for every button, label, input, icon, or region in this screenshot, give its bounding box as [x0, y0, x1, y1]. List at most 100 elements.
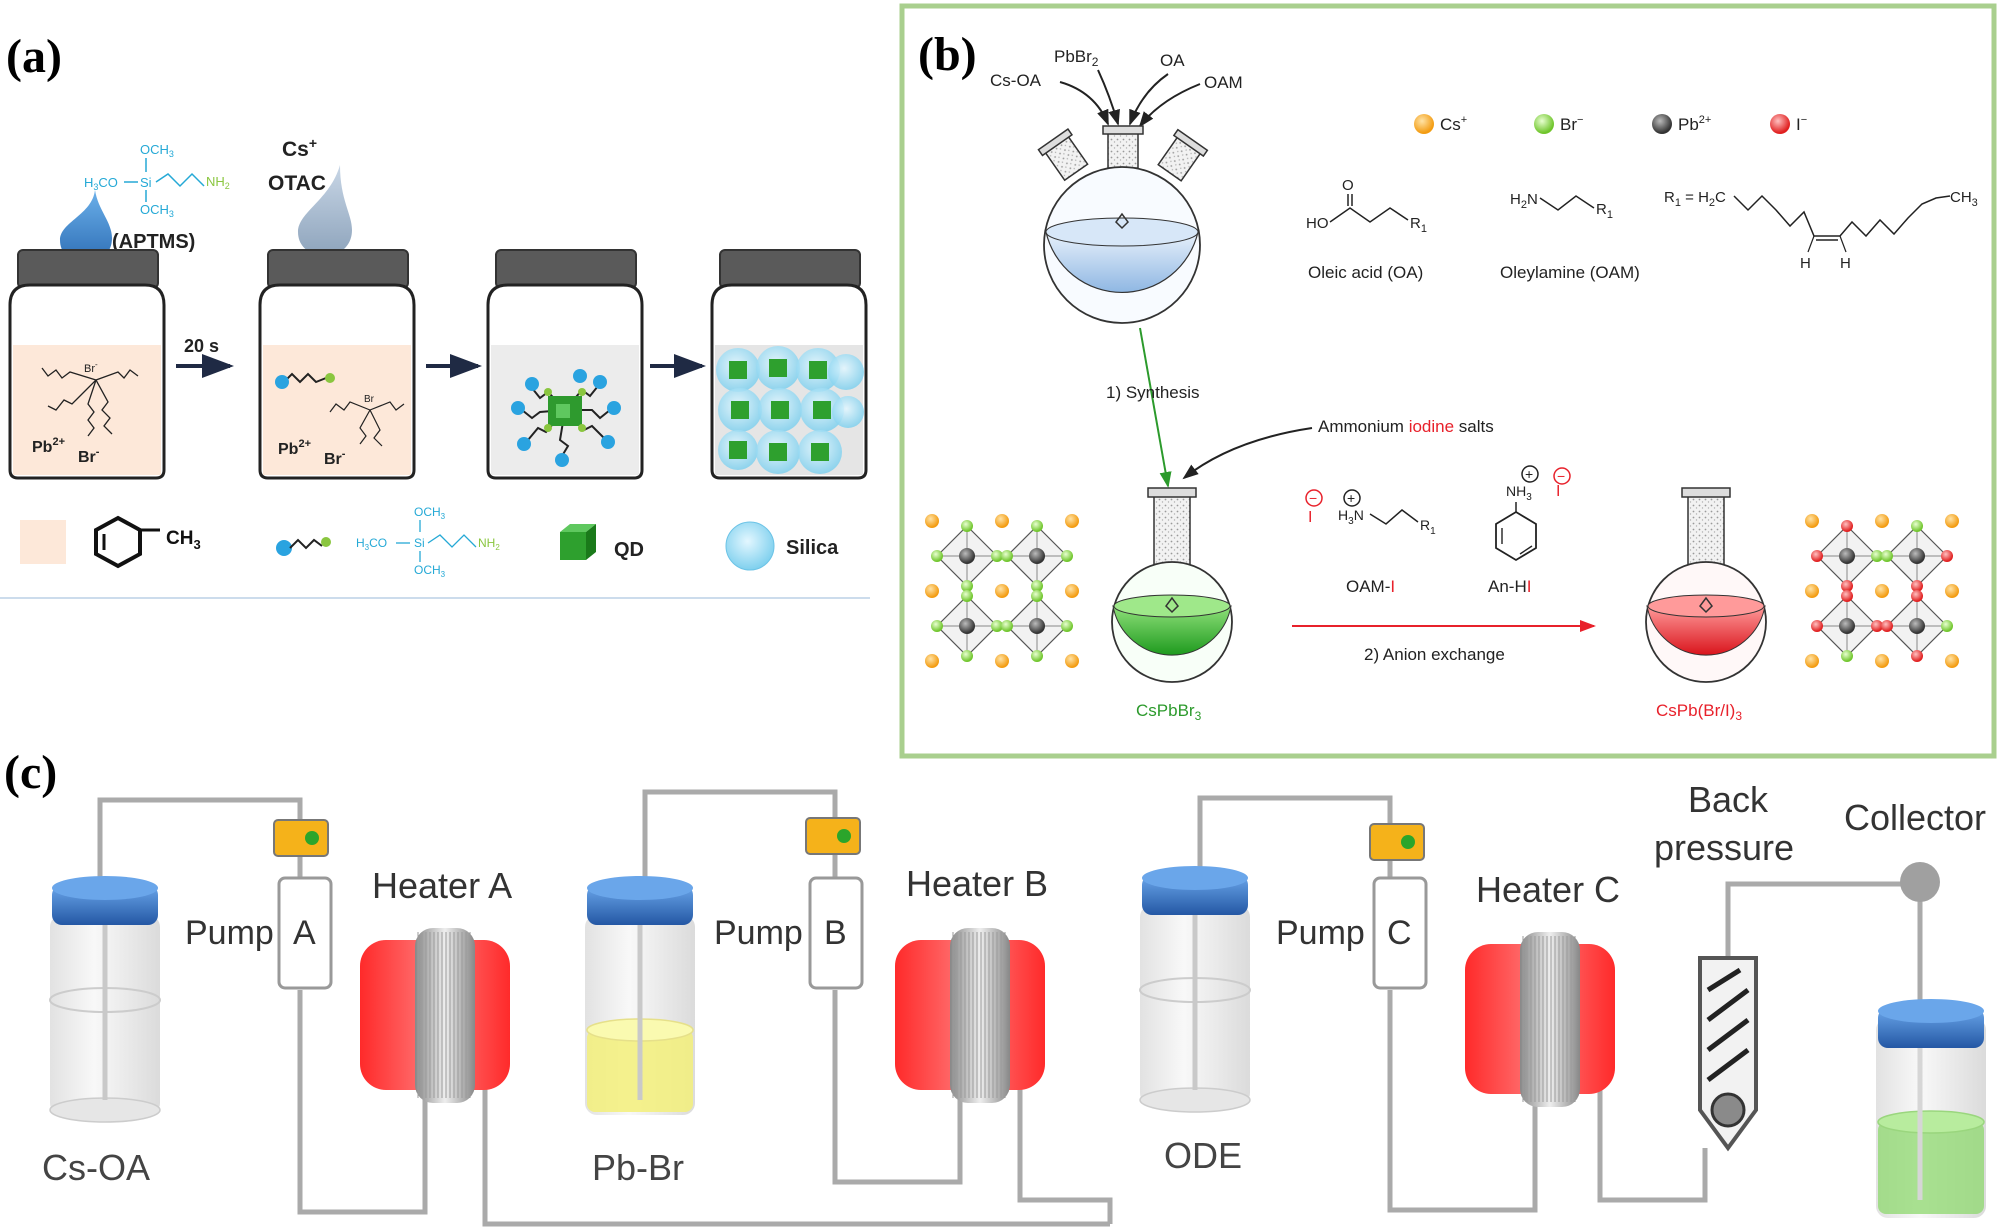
- halide-ion: [991, 620, 1003, 632]
- svg-text:Br: Br: [364, 394, 375, 405]
- silica-icon: [725, 521, 775, 571]
- svg-text:B: B: [824, 914, 847, 952]
- cesium-ion: [995, 584, 1009, 598]
- cspb-br-i-label: CsPb(Br/I)3: [1656, 701, 1742, 723]
- halide-ion: [1031, 580, 1043, 592]
- svg-text:NH2: NH2: [206, 174, 230, 191]
- pump-b-label: Pump: [714, 914, 803, 952]
- svg-text:I−: I−: [1796, 114, 1807, 134]
- back-pressure-label-1: Back: [1688, 779, 1769, 820]
- lead-ion: [1839, 618, 1855, 634]
- toluene-structure: CH3: [94, 515, 201, 569]
- jar-3: [486, 249, 644, 480]
- svg-text:OA: OA: [1160, 51, 1185, 70]
- svg-text:Pb2+: Pb2+: [278, 438, 311, 458]
- cesium-ion: [995, 514, 1009, 528]
- svg-text:Pb2+: Pb2+: [1678, 114, 1711, 134]
- collector-label: Collector: [1844, 797, 1986, 838]
- cesium-ion: [1875, 514, 1889, 528]
- halide-ion: [961, 520, 973, 532]
- svg-text:−: −: [1557, 468, 1565, 484]
- otac-label: OTAC: [268, 172, 326, 195]
- oleylamine-label: Oleylamine (OAM): [1500, 263, 1640, 282]
- halide-ion: [1841, 520, 1853, 532]
- aptms-chain-icon: [276, 537, 331, 556]
- svg-text:Si: Si: [140, 175, 152, 190]
- panel-b: (b) PbBr2 OA Cs-OA OAM Cs+: [899, 3, 1997, 759]
- lead-ion: [959, 548, 975, 564]
- jar-2: Br Pb2+ Br-: [258, 249, 416, 480]
- cesium-ion: [1065, 514, 1079, 528]
- heater-b-label: Heater B: [906, 863, 1048, 904]
- qd-cube-icon: [560, 524, 596, 560]
- svg-text:HO: HO: [1306, 215, 1329, 232]
- toluene-color-swatch: [20, 520, 66, 564]
- svg-text:O: O: [1342, 177, 1354, 194]
- halide-ion: [1811, 620, 1823, 632]
- qd-label: QD: [614, 539, 644, 561]
- halide-ion: [1841, 650, 1853, 662]
- pump-c-label: Pump: [1276, 914, 1365, 952]
- aptms-droplet: [60, 190, 112, 262]
- cesium-ion: [925, 514, 939, 528]
- halide-ion: [1841, 580, 1853, 592]
- silica-coated-qds: [716, 346, 864, 474]
- svg-text:H2N: H2N: [1510, 191, 1538, 211]
- halide-ion: [1871, 620, 1883, 632]
- halide-ion: [961, 650, 973, 662]
- heater-a-device: [360, 928, 510, 1103]
- pump-a: A: [273, 819, 333, 990]
- oleic-acid-structure: O HO R1: [1306, 177, 1427, 235]
- svg-text:PbBr2: PbBr2: [1054, 47, 1099, 69]
- reagent-labels: PbBr2 OA Cs-OA OAM: [990, 47, 1243, 92]
- heater-b-device: [895, 928, 1045, 1103]
- heater-c-label: Heater C: [1476, 869, 1620, 910]
- ion-legend: Cs+ Br− Pb2+ I−: [1414, 114, 1807, 134]
- svg-text:I: I: [1308, 509, 1312, 526]
- pump-b: B: [805, 817, 864, 990]
- svg-text:R1: R1: [1410, 215, 1427, 235]
- cesium-ion: [925, 584, 939, 598]
- jar-1: Br- Pb2+ Br-: [8, 249, 166, 480]
- cesium-ion: [1875, 584, 1889, 598]
- heater-c-device: [1465, 932, 1615, 1107]
- halide-ion: [1881, 620, 1893, 632]
- svg-text:Br−: Br−: [1560, 114, 1583, 134]
- vial-ode: [1139, 866, 1251, 1113]
- lead-ion: [959, 618, 975, 634]
- otac-droplet: [298, 165, 352, 256]
- panel-a: (a) OCH3 H3CO Si NH2 OCH3 (APTMS) Cs+ OT…: [0, 30, 870, 599]
- vial-pb-br: [585, 876, 695, 1115]
- svg-text:H: H: [1840, 255, 1851, 272]
- cesium-ion: [1805, 514, 1819, 528]
- halide-ion: [1911, 590, 1923, 602]
- cesium-ion: [1945, 514, 1959, 528]
- svg-text:+: +: [1347, 490, 1355, 506]
- svg-text:A: A: [293, 914, 316, 952]
- halide-ion: [1911, 580, 1923, 592]
- oleylamine-structure: H2N R1: [1510, 191, 1613, 221]
- panel-b-label: (b): [918, 28, 977, 81]
- cesium-ion: [1945, 654, 1959, 668]
- anion-exchange-label: 2) Anion exchange: [1364, 645, 1505, 664]
- vial-cs-oa: [49, 876, 161, 1123]
- svg-text:Br-: Br-: [78, 446, 100, 466]
- halide-ion: [1881, 550, 1893, 562]
- cesium-ion: [1945, 584, 1959, 598]
- svg-text:R1 = H2C: R1 = H2C: [1664, 189, 1726, 209]
- panel-c: (c) Cs-OA: [4, 746, 1986, 1227]
- cesium-ion: [995, 654, 1009, 668]
- svg-text:R1: R1: [1420, 517, 1436, 537]
- pump-a-label: Pump: [185, 914, 274, 952]
- cesium-ion: [1875, 654, 1889, 668]
- halide-ion: [1871, 550, 1883, 562]
- halide-ion: [1001, 620, 1013, 632]
- oam-i-label: OAM-I: [1346, 577, 1395, 596]
- halide-ion: [961, 580, 973, 592]
- svg-text:R1: R1: [1596, 201, 1613, 221]
- svg-text:OCH3: OCH3: [414, 505, 446, 521]
- halide-ion: [1031, 590, 1043, 602]
- round-flask-green: [1111, 487, 1233, 683]
- an-hi-label: An-HI: [1488, 577, 1531, 596]
- cesium-ion: [1805, 584, 1819, 598]
